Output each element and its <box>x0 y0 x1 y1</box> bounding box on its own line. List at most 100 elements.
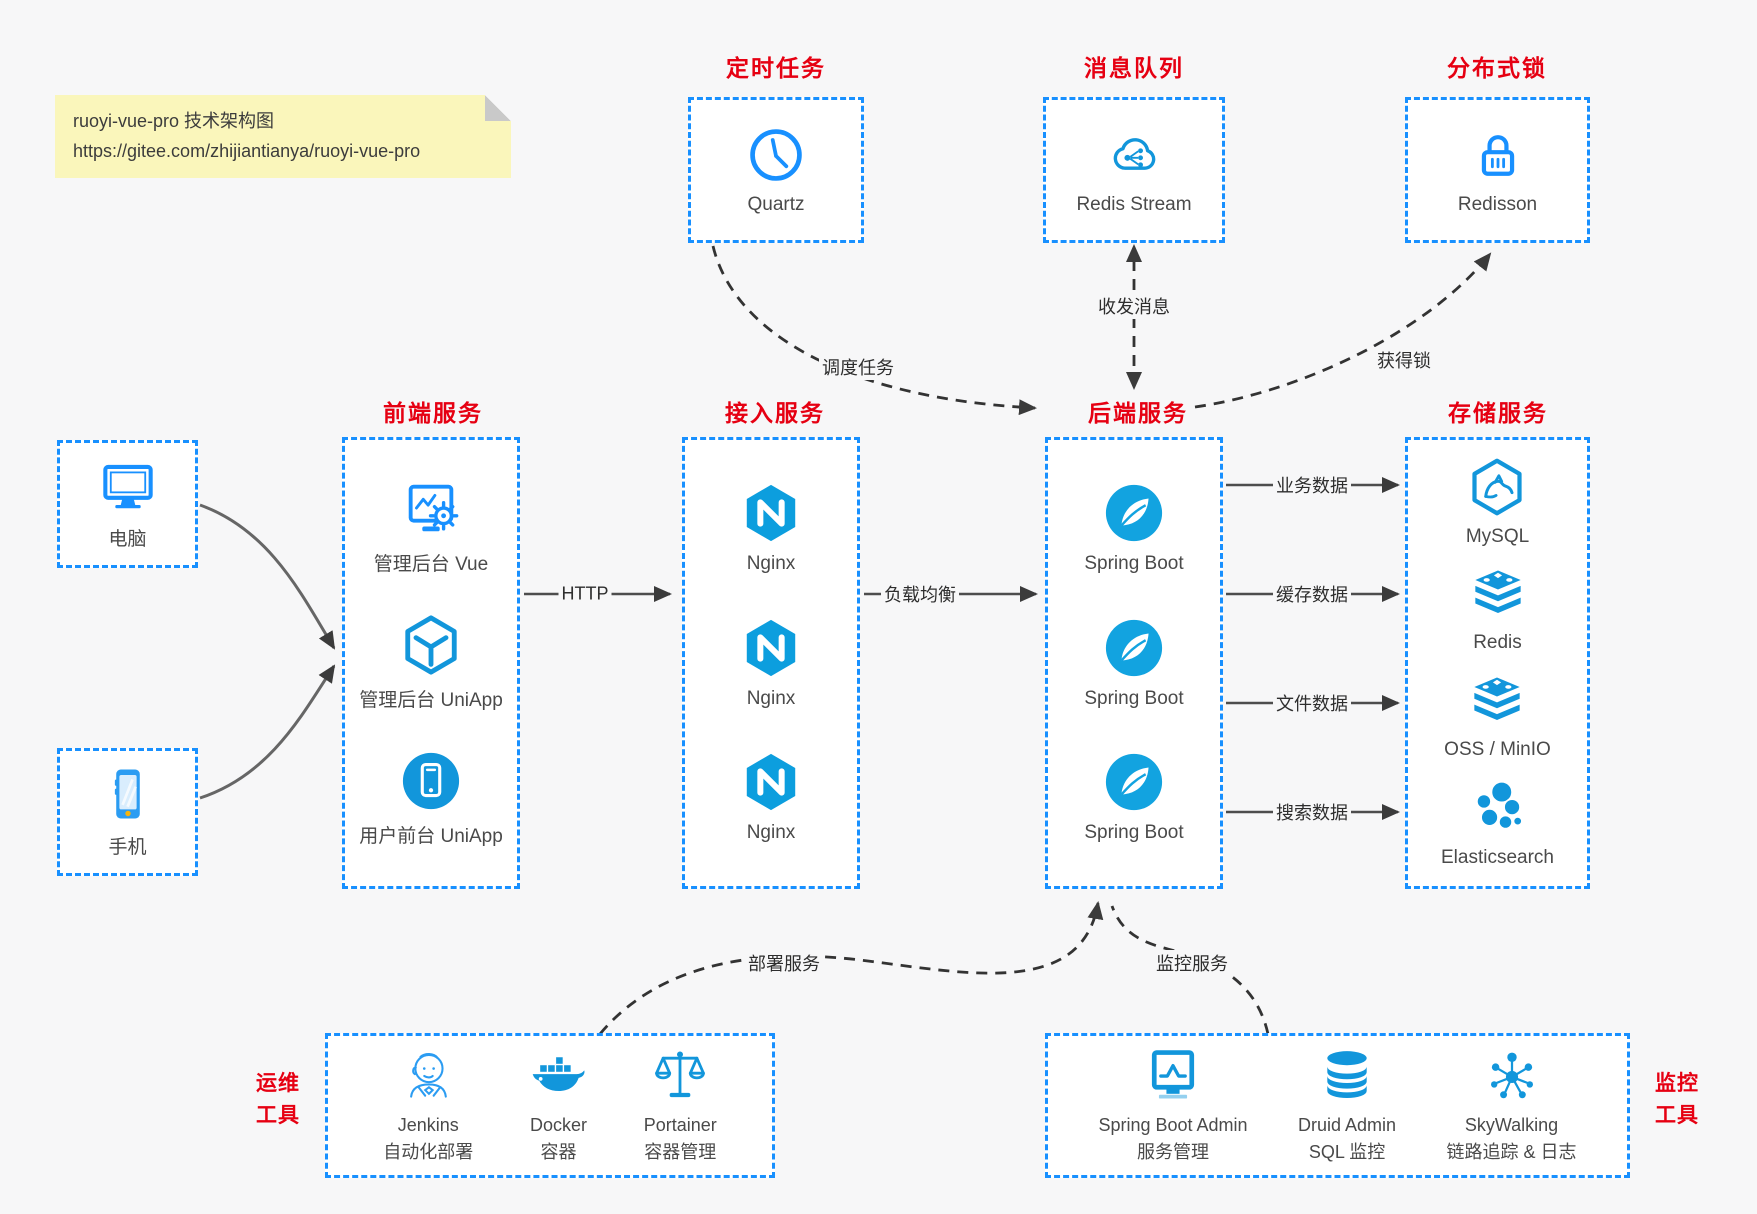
docker-icon <box>533 1057 585 1092</box>
item-label: Redis <box>1473 632 1522 654</box>
item-label: MySQL <box>1465 526 1530 548</box>
item-label-line1: Portainer <box>643 1115 717 1136</box>
item-nginx-2: Nginx <box>740 617 802 710</box>
item-label: Nginx <box>746 687 796 709</box>
box-monitoring-tools: Spring Boot Admin 服务管理 Druid Admin SQL 监… <box>1045 1033 1630 1178</box>
box-frontend: 管理后台 Vue 管理后台 UniApp 用户前台 UniApp <box>342 437 520 889</box>
item-springboot-1: Spring Boot <box>1084 482 1184 575</box>
item-label-line2: 容器 <box>540 1141 577 1162</box>
note-fold-corner <box>485 95 511 121</box>
edge-computer-frontend <box>199 503 336 650</box>
item-label: Redis Stream <box>1076 193 1192 215</box>
item-redis-stream: Redis Stream <box>1076 125 1192 216</box>
item-label: Spring Boot <box>1084 822 1184 844</box>
desktop-icon <box>102 464 153 509</box>
box-redisson: Redisson <box>1405 97 1590 243</box>
edge-label-deploy: 部署服务 <box>745 950 823 976</box>
item-label-line1: Jenkins <box>397 1115 459 1136</box>
item-mysql: MySQL <box>1466 457 1529 548</box>
title-backend: 后端服务 <box>1088 400 1188 426</box>
item-nginx-1: Nginx <box>740 482 802 575</box>
item-label: SkyWalking 链路追踪 & 日志 <box>1447 1112 1577 1164</box>
cloud-stream-icon <box>1113 137 1156 170</box>
item-druid-admin: Druid Admin SQL 监控 <box>1298 1046 1396 1164</box>
item-label: Spring Boot Admin 服务管理 <box>1098 1112 1247 1164</box>
item-label: Elasticsearch <box>1441 846 1554 868</box>
mobile-app-circle-icon <box>402 752 460 810</box>
item-redisson: Redisson <box>1458 125 1537 216</box>
database-icon <box>1327 1051 1367 1099</box>
edge-label-biz: 业务数据 <box>1273 472 1351 498</box>
title-mq: 消息队列 <box>1084 55 1184 81</box>
item-oss-minio: OSS / MinIO <box>1444 672 1551 761</box>
box-quartz: Quartz <box>688 97 864 243</box>
item-label: Spring Boot <box>1084 552 1184 574</box>
item-label-line2: SQL 监控 <box>1308 1141 1386 1162</box>
edge-deploy <box>598 901 1104 1035</box>
item-label: Jenkins 自动化部署 <box>383 1112 473 1164</box>
lock-icon <box>1481 134 1514 176</box>
item-quartz: Quartz <box>746 125 806 216</box>
nginx-icon <box>746 619 796 676</box>
item-nginx-3: Nginx <box>740 751 802 844</box>
edge-label-file: 文件数据 <box>1273 690 1351 716</box>
edge-label-lock: 获得锁 <box>1374 347 1434 373</box>
edge-label-http: HTTP <box>558 583 612 605</box>
box-ops-tools: Jenkins 自动化部署 Docker 容器 <box>325 1033 775 1178</box>
item-label: Druid Admin SQL 监控 <box>1298 1112 1396 1164</box>
network-nodes-icon <box>1490 1052 1533 1099</box>
item-label-line2: 服务管理 <box>1137 1141 1209 1162</box>
item-label-line2: 自动化部署 <box>383 1141 474 1162</box>
item-jenkins: Jenkins 自动化部署 <box>383 1046 473 1164</box>
item-label: Docker 容器 <box>530 1112 587 1164</box>
item-redis: Redis <box>1468 565 1528 654</box>
item-label: Quartz <box>747 193 805 215</box>
item-label: Nginx <box>746 822 796 844</box>
nginx-icon <box>746 754 796 811</box>
title-lock: 分布式锁 <box>1447 55 1547 81</box>
item-elasticsearch: Elasticsearch <box>1441 778 1554 869</box>
title-ops: 运维 工具 <box>246 1068 310 1131</box>
edge-label-monitor: 监控服务 <box>1153 950 1231 976</box>
nginx-icon <box>746 484 796 541</box>
object-storage-icon <box>1474 677 1521 720</box>
item-spring-boot-admin: Spring Boot Admin 服务管理 <box>1098 1046 1248 1164</box>
title-frontend: 前端服务 <box>383 400 483 426</box>
item-docker: Docker 容器 <box>528 1046 588 1164</box>
item-label: 手机 <box>108 837 147 858</box>
title-monitoring-line1: 监控 <box>1655 1072 1699 1095</box>
title-ops-line2: 工具 <box>256 1103 300 1127</box>
item-label-line2: 链路追踪 & 日志 <box>1446 1141 1577 1162</box>
edge-schedule <box>711 245 1037 416</box>
title-monitoring-line2: 工具 <box>1655 1103 1699 1127</box>
edge-lock <box>1194 252 1492 409</box>
title-scheduled: 定时任务 <box>726 55 826 81</box>
item-portainer: Portainer 容器管理 <box>644 1046 717 1164</box>
box-storage: MySQL Redis <box>1405 437 1590 889</box>
smartphone-icon <box>114 769 140 819</box>
note-title: ruoyi-vue-pro 技术架构图 <box>73 111 275 131</box>
item-label: Redisson <box>1457 193 1538 215</box>
box-phone: 手机 <box>57 748 198 876</box>
uniapp-cube-icon <box>405 615 457 675</box>
monitor-chart-icon <box>1151 1050 1195 1099</box>
spring-boot-icon <box>1105 619 1163 676</box>
item-label-line1: SkyWalking <box>1464 1115 1559 1136</box>
edge-label-load-balance: 负载均衡 <box>881 581 959 607</box>
note-url: https://gitee.com/zhijiantianya/ruoyi-vu… <box>73 140 421 161</box>
item-label: 管理后台 Vue <box>373 554 489 575</box>
edge-label-cache: 缓存数据 <box>1273 581 1351 607</box>
spring-boot-icon <box>1105 754 1163 811</box>
scales-icon <box>655 1051 706 1098</box>
spring-boot-icon <box>1105 484 1163 541</box>
redis-stack-icon <box>1474 570 1521 614</box>
title-monitoring: 监控 工具 <box>1645 1068 1709 1131</box>
item-label: 电脑 <box>108 529 147 550</box>
edge-phone-frontend <box>199 664 336 800</box>
item-springboot-3: Spring Boot <box>1084 751 1184 844</box>
item-label-line1: Spring Boot Admin <box>1098 1115 1248 1136</box>
box-redis-stream: Redis Stream <box>1043 97 1225 243</box>
admin-dashboard-icon <box>408 484 459 532</box>
item-label: Portainer 容器管理 <box>644 1112 717 1164</box>
